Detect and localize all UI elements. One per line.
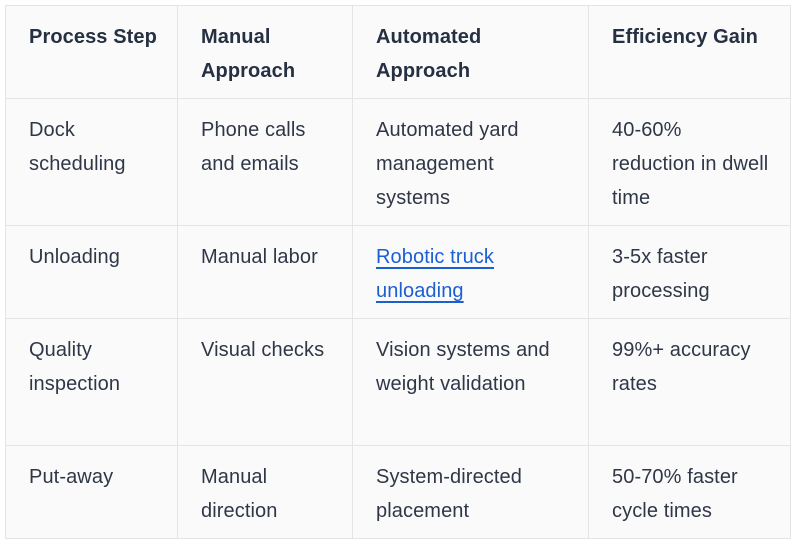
header-process-step: Process Step <box>5 5 178 99</box>
header-manual-approach: Manual Approach <box>177 5 353 99</box>
process-comparison-table: Process Step Manual Approach Automated A… <box>5 5 791 539</box>
table-row: Quality inspection Visual checks Vision … <box>5 318 791 446</box>
cell-automated-approach: Automated yard management systems <box>352 98 589 226</box>
robotic-truck-unloading-link[interactable]: Robotic truck unloading <box>376 246 495 302</box>
cell-efficiency-gain: 40-60% reduction in dwell time <box>588 98 791 226</box>
comparison-table-container: Process Step Manual Approach Automated A… <box>5 5 791 539</box>
cell-process-step: Quality inspection <box>5 318 178 446</box>
cell-manual-approach: Manual labor <box>177 225 353 319</box>
cell-efficiency-gain: 99%+ accuracy rates <box>588 318 791 446</box>
cell-process-step: Put-away <box>5 445 178 539</box>
header-automated-approach: Automated Approach <box>352 5 589 99</box>
table-header: Process Step Manual Approach Automated A… <box>5 5 791 99</box>
cell-manual-approach: Visual checks <box>177 318 353 446</box>
cell-manual-approach: Manual direction <box>177 445 353 539</box>
cell-process-step: Unloading <box>5 225 178 319</box>
cell-efficiency-gain: 3-5x faster processing <box>588 225 791 319</box>
table-row: Unloading Manual labor Robotic truck unl… <box>5 225 791 319</box>
cell-efficiency-gain: 50-70% faster cycle times <box>588 445 791 539</box>
header-row: Process Step Manual Approach Automated A… <box>5 5 791 99</box>
cell-manual-approach: Phone calls and emails <box>177 98 353 226</box>
cell-automated-approach: System-directed placement <box>352 445 589 539</box>
table-row: Put-away Manual direction System-directe… <box>5 445 791 539</box>
cell-process-step: Dock scheduling <box>5 98 178 226</box>
table-body: Dock scheduling Phone calls and emails A… <box>5 98 791 539</box>
header-efficiency-gain: Efficiency Gain <box>588 5 791 99</box>
cell-automated-approach: Robotic truck unloading <box>352 225 589 319</box>
table-row: Dock scheduling Phone calls and emails A… <box>5 98 791 226</box>
cell-automated-approach: Vision systems and weight validation <box>352 318 589 446</box>
